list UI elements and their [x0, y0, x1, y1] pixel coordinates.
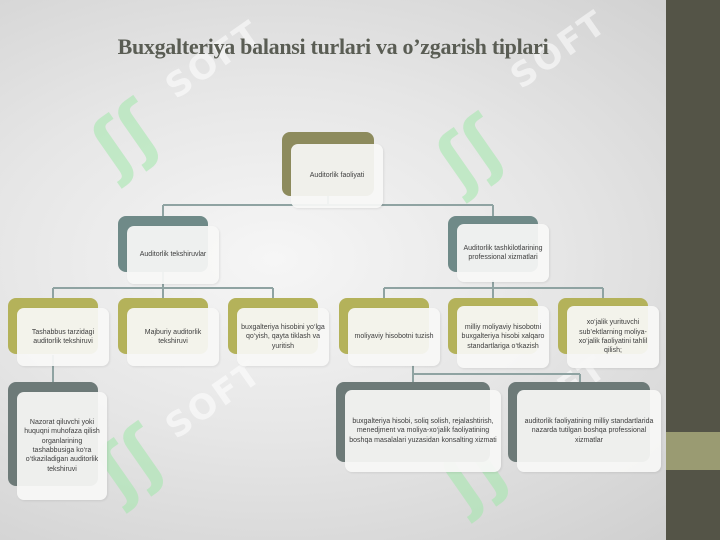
- connector-right-children: [412, 365, 581, 382]
- connector-right: [383, 280, 604, 298]
- node-financial-analysis-label: xo‘jalik yurituvchi sub’ektlarning moliy…: [567, 306, 659, 368]
- node-financial-reporting-label: moliyaviy hisobotni tuzish: [348, 308, 440, 366]
- slide-title: Buxgalteriya balansi turlari va o’zgaris…: [117, 34, 549, 59]
- node-root-label: Auditorlik faoliyati: [291, 144, 383, 208]
- node-accounting-setup: buxgalteriya hisobini yo‘lga qo‘yish, qa…: [228, 298, 329, 366]
- node-mandatory-audit: Majburiy auditorlik tekshiruvi: [118, 298, 219, 366]
- node-ifrs-conversion: milliy moliyaviy hisobotni buxgalteriya …: [448, 298, 549, 368]
- node-mandatory-audit-label: Majburiy auditorlik tekshiruvi: [127, 308, 219, 366]
- node-other-services-label: auditorlik faoliyatining milliy standart…: [517, 390, 661, 472]
- node-root: Auditorlik faoliyati: [282, 132, 383, 208]
- node-initiative-audit: Tashabbus tarzidagi auditorlik tekshiruv…: [8, 298, 109, 366]
- node-initiative-audit-label: Tashabbus tarzidagi auditorlik tekshiruv…: [17, 308, 109, 366]
- node-accounting-setup-label: buxgalteriya hisobini yo‘lga qo‘yish, qa…: [237, 308, 329, 366]
- node-professional-services: Auditorlik tashkilotlarining professiona…: [448, 216, 549, 282]
- node-financial-reporting: moliyaviy hisobotni tuzish: [339, 298, 440, 366]
- node-audit-checks: Auditorlik tekshiruvlar: [118, 216, 219, 284]
- node-other-services: auditorlik faoliyatining milliy standart…: [508, 382, 661, 472]
- node-consulting: buxgalteriya hisobi, soliq solish, rejal…: [336, 382, 501, 472]
- node-ifrs-conversion-label: milliy moliyaviy hisobotni buxgalteriya …: [457, 306, 549, 368]
- node-supervisory-audit: Nazorat qiluvchi yoki huquqni muhofaza q…: [8, 382, 107, 500]
- node-professional-services-label: Auditorlik tashkilotlarining professiona…: [457, 224, 549, 282]
- node-financial-analysis: xo‘jalik yurituvchi sub’ektlarning moliy…: [558, 298, 659, 368]
- node-supervisory-audit-label: Nazorat qiluvchi yoki huquqni muhofaza q…: [17, 392, 107, 500]
- node-consulting-label: buxgalteriya hisobi, soliq solish, rejal…: [345, 390, 501, 472]
- node-audit-checks-label: Auditorlik tekshiruvlar: [127, 226, 219, 284]
- right-accent-block: [666, 432, 720, 470]
